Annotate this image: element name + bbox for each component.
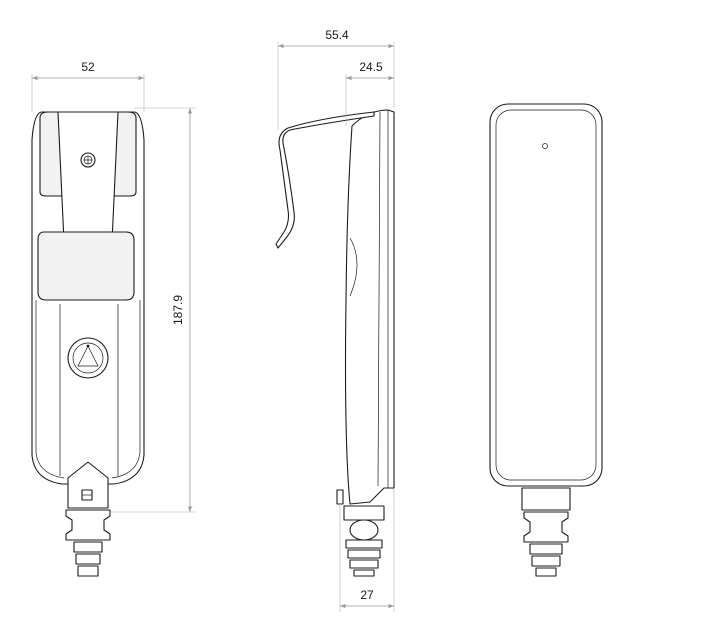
front-view [31,111,145,577]
back-body-outline [489,103,603,487]
side-grip-bump [349,237,358,297]
dim-label-width: 52 [81,60,95,74]
call-button[interactable] [67,337,109,379]
dim-label-depth-body: 24.5 [359,60,383,74]
dim-label-height: 187.9 [171,295,185,325]
triangle-icon [77,345,99,367]
back-view [489,103,603,577]
front-body-inner-edge [35,300,141,479]
back-inner-panel [495,109,597,481]
front-connector [65,509,111,541]
clip-tongue [57,111,119,247]
grip-band [37,231,135,301]
side-body-outline [344,109,395,505]
back-cable-gland [521,487,571,511]
side-view [275,109,395,577]
dim-side-depth-total: 55.4 [277,28,395,130]
back-connector [523,511,569,543]
dim-front-width: 52 [31,60,145,112]
dim-connector-width: 27 [339,488,395,612]
front-cable-gland [67,461,109,509]
front-lower-panel [59,304,119,476]
side-connector [345,539,383,577]
side-belt-clip [275,111,375,249]
side-cable-gland [343,505,385,521]
dim-label-depth-total: 55.4 [325,28,349,42]
dim-side-depth-body: 24.5 [345,60,394,126]
dim-height: 187.9 [110,107,196,513]
back-led-icon [542,143,548,149]
dim-label-connector: 27 [360,588,374,602]
